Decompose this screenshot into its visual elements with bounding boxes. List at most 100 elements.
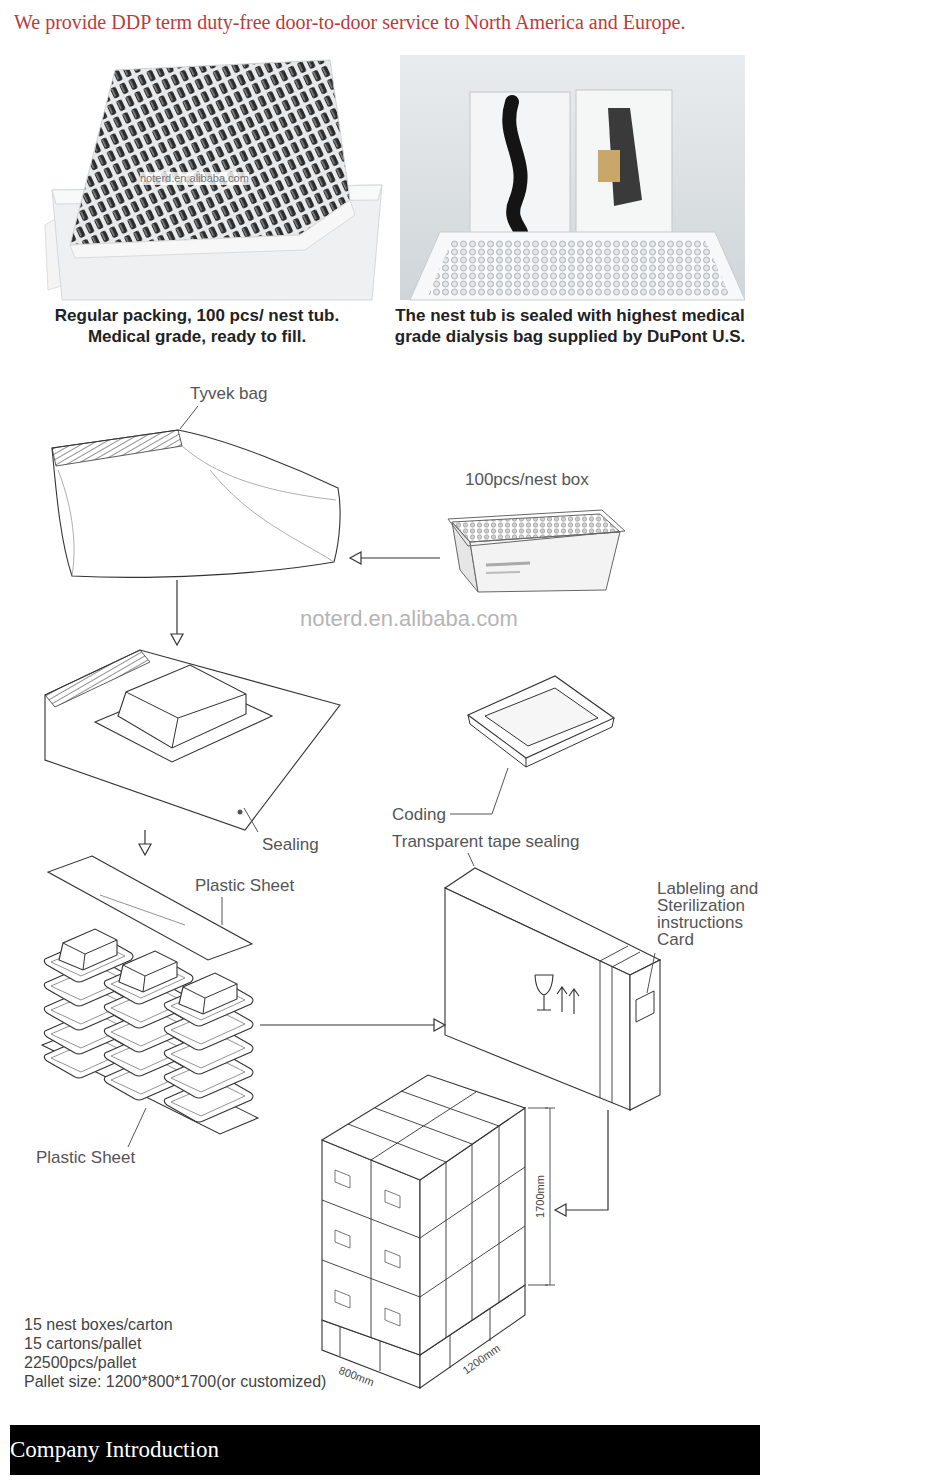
sealed-tub-photo-part [470, 92, 570, 244]
tray-stack-drawing-part [128, 1108, 146, 1147]
sealed-bag-stage: Sealing [40, 645, 345, 830]
callout-label: Coding [392, 805, 446, 825]
sealed-bag-drawing-part [45, 650, 340, 830]
tyvek-bag-drawing-part [52, 430, 182, 466]
nest-tub-photo-part [70, 60, 350, 245]
arrow-line [566, 1110, 608, 1210]
pallet-drawing-part [322, 1126, 525, 1338]
arrow-line [260, 1024, 434, 1025]
flow-arrow [260, 1019, 445, 1031]
nest-tub-photo-part [70, 200, 355, 258]
tray-stack-drawing-part [222, 897, 223, 925]
packing-note: Pallet size: 1200*800*1700(or customized… [24, 1372, 326, 1391]
sealed-tub-photo-part [576, 90, 672, 242]
tray-stack-stage: Plastic SheetPlastic Sheet [40, 855, 260, 1140]
packing-note: 22500pcs/pallet [24, 1353, 136, 1372]
packing-note: 15 cartons/pallet [24, 1334, 141, 1353]
watermark: noterd.en.alibaba.com [140, 172, 249, 185]
carton-drawing-part [468, 853, 474, 866]
arrow-line [144, 830, 145, 844]
sealed-tub-photo-part [598, 150, 620, 182]
tray-stack-drawing-part [59, 929, 117, 970]
tray-stack-drawing-part [119, 951, 177, 992]
arrow-line [361, 557, 440, 558]
carton-drawing-part [647, 953, 655, 993]
dimension-label: 1200mm [460, 1342, 503, 1377]
carton-drawing-part [630, 960, 660, 1110]
tyvek-bag-drawing [52, 406, 340, 577]
coding-tray-drawing-part [468, 715, 614, 767]
sealed-tub-photo-part [400, 55, 745, 300]
carton-drawing-part [535, 975, 553, 1010]
flow-arrow [139, 830, 151, 855]
arrow-head [350, 552, 361, 564]
pallet-drawing-part [322, 1075, 525, 1180]
tyvek-bag-drawing-part [52, 430, 340, 577]
sealed-bag-drawing-part [126, 692, 246, 748]
nest-box-drawing-part [486, 563, 530, 565]
stage-label: Plastic Sheet [36, 1148, 135, 1168]
tray-stack-drawing-part [179, 973, 237, 1014]
tyvek-bag-drawing-part [58, 446, 336, 576]
sealed-bag-drawing-part [118, 665, 246, 748]
stage-label: 100pcs/nest box [465, 470, 589, 490]
pallet-stage: 15 nest boxes/carton15 cartons/pallet225… [320, 1075, 555, 1390]
pallet-drawing-part [335, 1170, 400, 1326]
stage-label: Plastic Sheet [195, 876, 294, 896]
watermark: noterd.en.alibaba.com [300, 606, 518, 632]
sealed-bag-drawing-part [238, 810, 243, 815]
nest-tub-photo [45, 55, 385, 300]
flow-arrow [555, 1110, 608, 1216]
section-heading: Company Introduction [10, 1436, 219, 1464]
coding-tray-drawing-part [485, 688, 598, 746]
photo-caption: Regular packing, 100 pcs/ nest tub. Medi… [42, 305, 352, 347]
flow-arrow [350, 552, 440, 564]
carton-drawing-part [636, 991, 654, 1022]
sealed-tub-photo-part [509, 102, 521, 236]
carton-drawing [445, 853, 660, 1110]
tray-stack-drawing-part [100, 895, 185, 925]
nest-tub-photo-part [45, 55, 385, 300]
section-bar: Company Introduction [10, 1425, 760, 1475]
stage-label: Lableling and Sterilization instructions… [657, 880, 765, 948]
dimension-label: 1700mm [534, 1175, 547, 1218]
sealed-bag-drawing [45, 650, 340, 832]
photo-caption: The nest tub is sealed with highest medi… [389, 305, 751, 347]
service-banner: We provide DDP term duty-free door-to-do… [14, 10, 685, 34]
carton-drawing-part [600, 946, 640, 1103]
sealed-tub-photo-part [428, 240, 730, 296]
stage-label: Tyvek bag [190, 384, 268, 404]
pallet-drawing-part [528, 1108, 555, 1285]
nest-box-drawing-part [486, 572, 520, 573]
dimension-label: 800mm [337, 1364, 376, 1389]
nest-box-drawing [448, 510, 625, 592]
arrow-line [176, 580, 177, 634]
carton-drawing-part [557, 987, 579, 1014]
nest-box-stage: 100pcs/nest box [440, 470, 625, 595]
coding-tray-drawing-part [450, 768, 508, 814]
arrow-head [139, 844, 151, 855]
tray-stack-drawing [42, 856, 258, 1147]
sealed-tub-photo-part [410, 232, 745, 300]
arrow-head [434, 1019, 445, 1031]
sealed-bag-drawing-part [244, 808, 258, 832]
sealed-tub-photo [400, 55, 745, 300]
tyvek-bag-drawing-part [180, 406, 198, 429]
carton-stage: Transparent tape sealingLableling and St… [445, 865, 660, 1110]
coding-tray-drawing [450, 676, 614, 814]
nest-box-drawing-part [452, 514, 620, 542]
packing-note: 15 nest boxes/carton [24, 1315, 173, 1334]
carton-drawing-part [445, 888, 630, 1110]
arrow-head [171, 634, 183, 645]
nest-box-drawing-part [448, 510, 625, 546]
pallet-drawing [322, 1075, 555, 1388]
arrow-head [555, 1204, 566, 1216]
stage-label: Transparent tape sealing [392, 832, 579, 852]
stage-label: Sealing [262, 835, 319, 855]
pallet-drawing-part [348, 1091, 499, 1162]
tyvek-bag-stage: Tyvek bag [40, 385, 350, 580]
